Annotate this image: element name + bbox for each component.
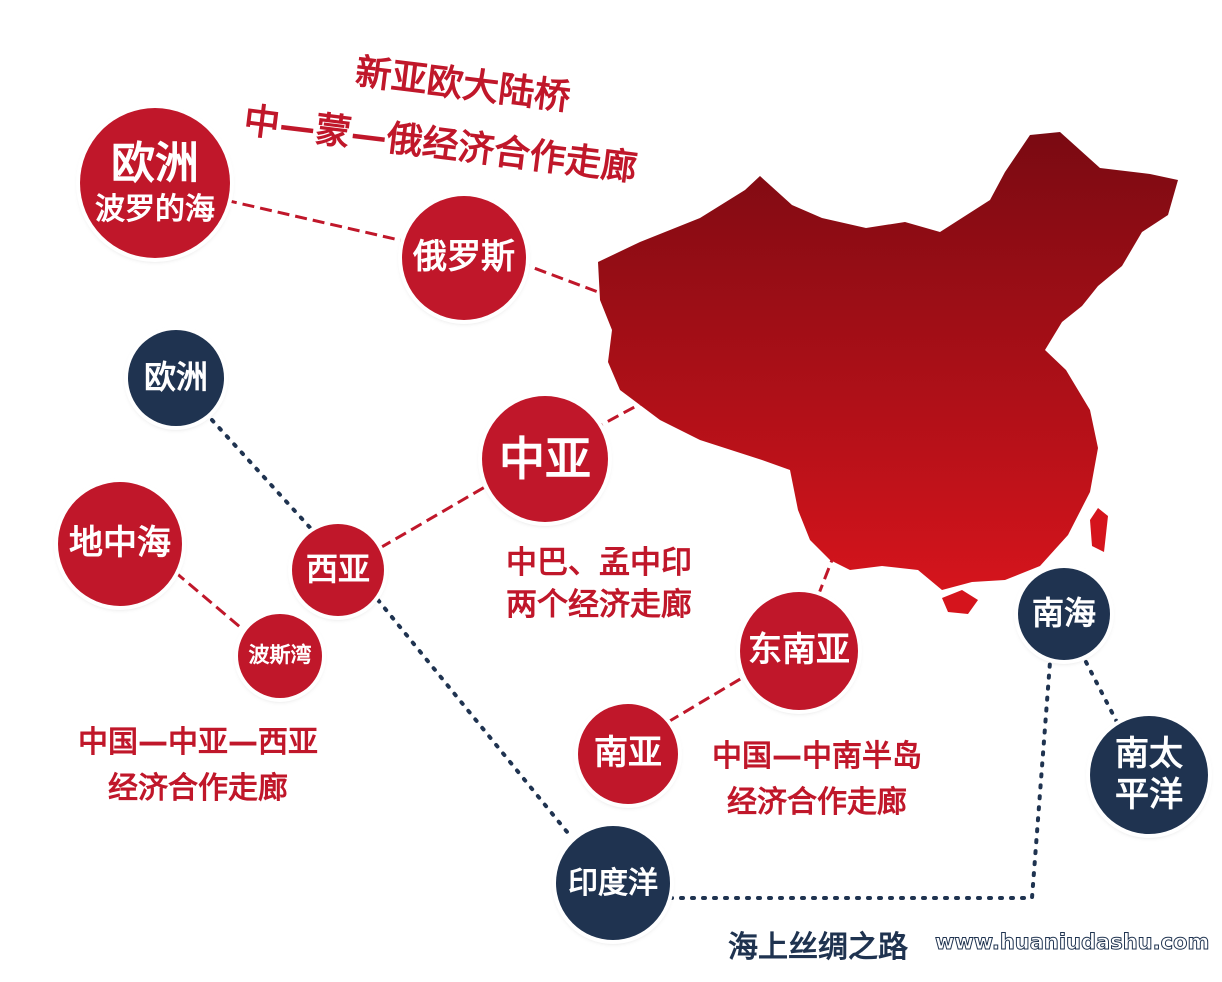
- node-indian-ocean: 印度洋: [556, 826, 670, 940]
- indian-ocean-label: 印度洋: [568, 865, 658, 901]
- land-routes: [174, 198, 834, 724]
- route-med-gulf: [174, 570, 247, 634]
- maritime-silk-road-label: 海上丝绸之路: [728, 930, 908, 965]
- taiwan-island: [1090, 508, 1108, 552]
- route-sea-china: [816, 559, 834, 597]
- route-wa-ca: [379, 482, 491, 550]
- node-russia: 俄罗斯: [402, 196, 526, 320]
- china-indochina-line2: 经济合作走廊: [727, 785, 907, 820]
- node-southeast-asia: 东南亚: [740, 592, 858, 710]
- node-south-pacific: 南太 平洋: [1090, 716, 1208, 834]
- europe-baltic-line1: 欧洲: [111, 138, 199, 190]
- cpec-bcim-line2: 两个经济走廊: [506, 587, 692, 623]
- node-south-asia: 南亚: [578, 704, 678, 804]
- node-west-asia: 西亚: [292, 524, 384, 616]
- south-pacific-line1: 南太: [1115, 733, 1183, 774]
- route-europe-wa: [210, 418, 316, 534]
- node-europe: 欧洲: [128, 330, 224, 426]
- china-map: [598, 132, 1178, 590]
- europe-baltic-line2: 波罗的海: [95, 191, 215, 227]
- watermark: www.huaniudashu.com: [934, 930, 1210, 955]
- china-ca-wa-line2: 经济合作走廊: [108, 771, 288, 806]
- europe-label: 欧洲: [143, 358, 208, 397]
- caption-china-indochina: 中国—中南半岛 经济合作走廊: [712, 734, 922, 826]
- node-mediterranean: 地中海: [58, 482, 182, 606]
- southeast-asia-label: 东南亚: [748, 630, 850, 671]
- route-indian-scs: [668, 660, 1052, 900]
- persian-gulf-label: 波斯湾: [248, 643, 312, 668]
- sea-routes: [210, 418, 1122, 900]
- route-wa-indian: [376, 598, 574, 840]
- route-russia-china: [517, 260, 599, 294]
- cpec-bcim-line1: 中巴、孟中印: [506, 545, 692, 581]
- china-indochina-line1: 中国—中南半岛: [712, 739, 922, 774]
- caption-china-ca-wa: 中国—中亚—西亚 经济合作走廊: [78, 720, 318, 812]
- caption-cpec-bcim: 中巴、孟中印 两个经济走廊: [506, 542, 692, 626]
- route-europe-russia: [224, 198, 409, 244]
- route-sa-sea: [667, 676, 743, 724]
- hainan-island: [942, 590, 978, 614]
- south-china-sea-label: 南海: [1031, 594, 1096, 633]
- route-scs-pacific: [1084, 660, 1122, 730]
- west-asia-label: 西亚: [305, 550, 370, 589]
- south-asia-label: 南亚: [594, 733, 662, 774]
- mediterranean-label: 地中海: [69, 523, 171, 564]
- russia-label: 俄罗斯: [413, 237, 515, 278]
- node-south-china-sea: 南海: [1018, 568, 1110, 660]
- central-asia-label: 中亚: [499, 431, 591, 486]
- node-central-asia: 中亚: [482, 396, 608, 522]
- south-pacific-line2: 平洋: [1115, 775, 1183, 815]
- node-persian-gulf: 波斯湾: [238, 614, 322, 698]
- china-ca-wa-line1: 中国—中亚—西亚: [78, 725, 318, 760]
- route-ca-china: [591, 402, 641, 432]
- node-europe-baltic: 欧洲 波罗的海: [80, 108, 230, 258]
